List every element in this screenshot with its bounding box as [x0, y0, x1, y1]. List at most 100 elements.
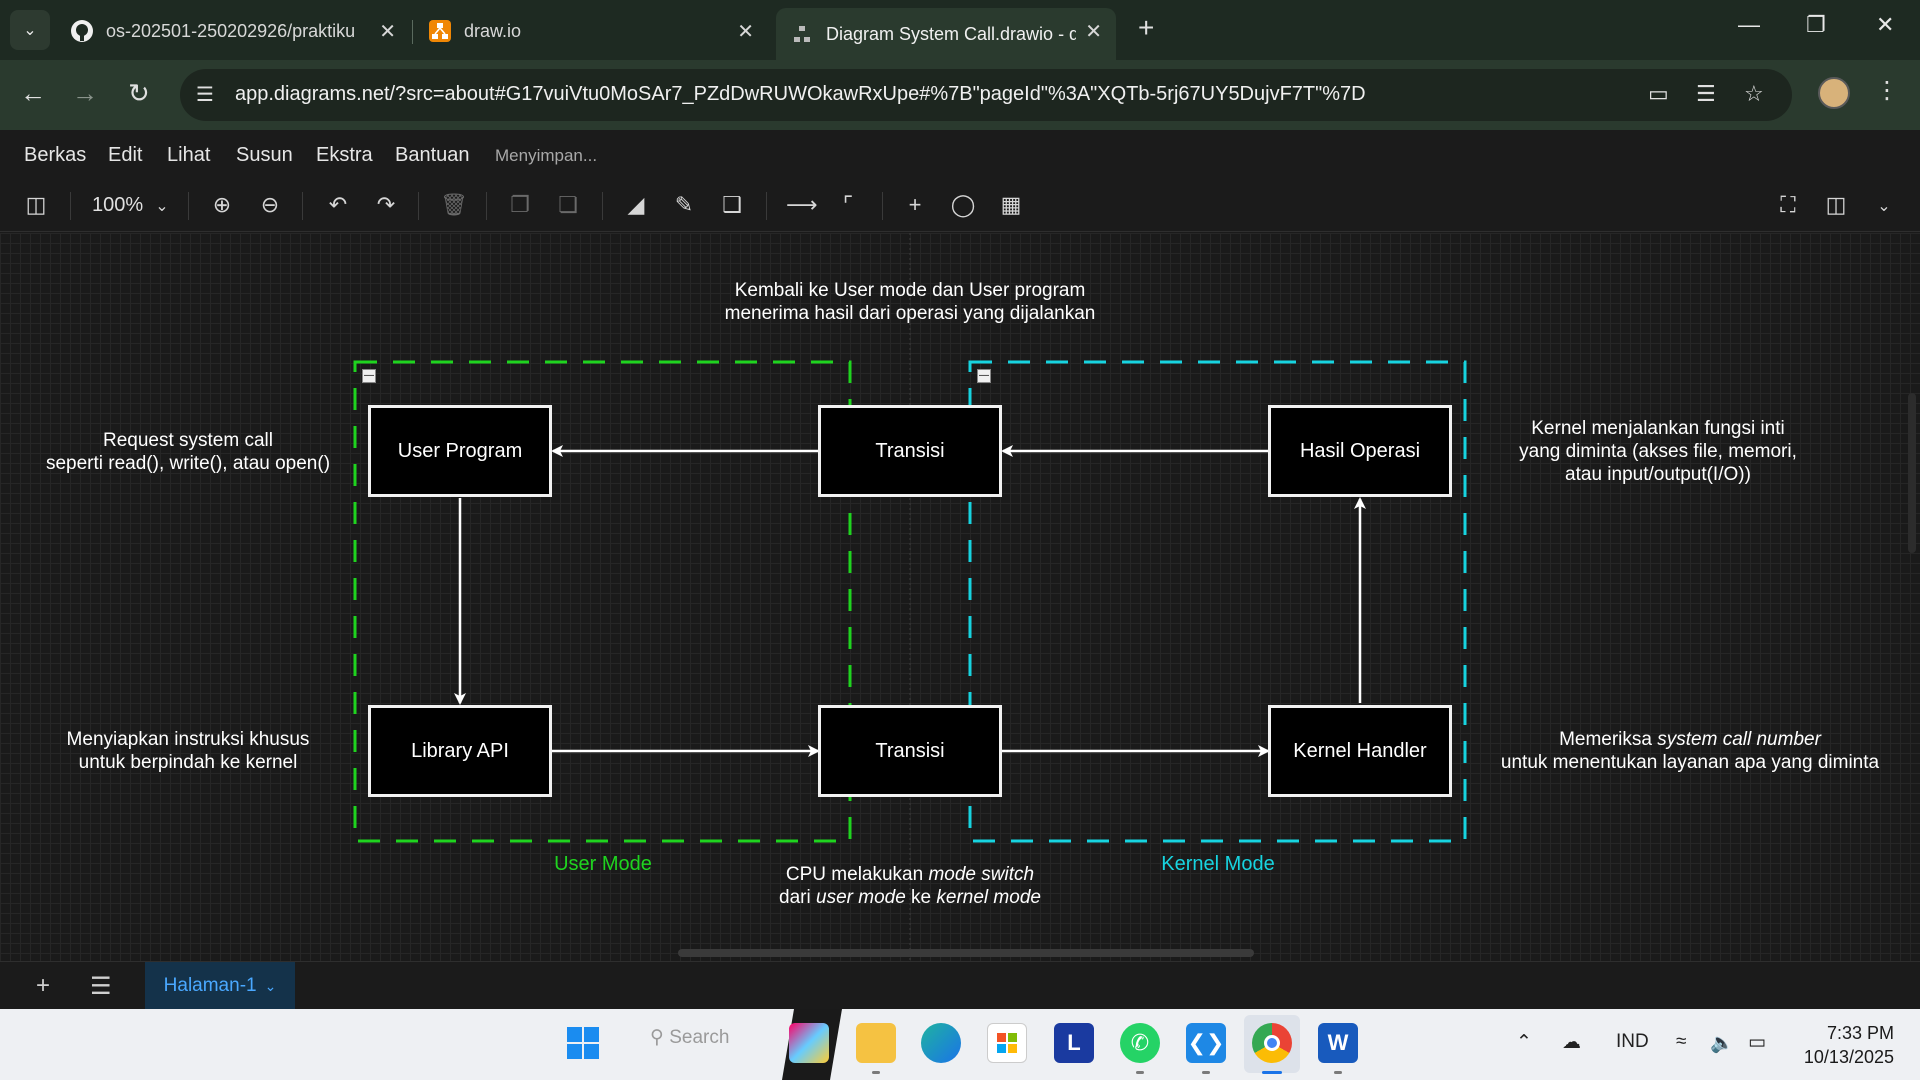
menu-lihat[interactable]: Lihat	[167, 144, 211, 166]
reload-icon[interactable]: ↻	[128, 78, 150, 108]
new-tab-plus-icon[interactable]: +	[1138, 12, 1155, 43]
note-line: Kernel menjalankan fungsi inti	[1531, 418, 1785, 439]
collapse-kernel-mode-icon[interactable]: —	[977, 369, 991, 383]
user-mode-label[interactable]: User Mode	[554, 853, 652, 875]
page-tab-label: Halaman-1	[163, 975, 257, 996]
delete-icon[interactable]: 🗑	[440, 192, 468, 217]
tab-search-button[interactable]: ⌄	[10, 10, 50, 50]
zoom-in-icon[interactable]: ⊕	[212, 192, 232, 217]
zoom-out-icon[interactable]: ⊖	[260, 192, 280, 217]
note-kernel-executes[interactable]: Kernel menjalankan fungsi inti yang dimi…	[1490, 417, 1826, 486]
battery-icon[interactable]: ▭	[1748, 1032, 1766, 1053]
split-panel-icon[interactable]: ◫	[1825, 192, 1847, 217]
tab-github[interactable]: os-202501-250202926/praktiku ✕	[70, 8, 410, 54]
horizontal-scrollbar[interactable]	[678, 949, 1254, 957]
node-kernel-handler[interactable]: Kernel Handler	[1268, 705, 1452, 797]
close-icon[interactable]: ✕	[737, 21, 754, 43]
word-icon[interactable]: W	[1318, 1023, 1358, 1063]
fullscreen-icon[interactable]: ⛶	[1780, 192, 1796, 217]
vertical-scrollbar[interactable]	[1908, 393, 1916, 553]
tray-overflow-chevron-icon[interactable]: ⌃	[1516, 1032, 1532, 1053]
wifi-icon[interactable]: ≈	[1676, 1031, 1687, 1052]
to-front-icon[interactable]: ❐	[510, 192, 530, 217]
tab-drawio[interactable]: draw.io ✕	[428, 8, 768, 54]
edge-icon[interactable]	[921, 1023, 961, 1063]
volume-icon[interactable]: 🔈	[1710, 1033, 1734, 1054]
running-indicator	[872, 1071, 880, 1074]
whatsapp-icon[interactable]: ✆	[1120, 1023, 1160, 1063]
fill-color-icon[interactable]: ◢	[627, 192, 645, 217]
table-icon[interactable]: ▦	[1000, 192, 1022, 217]
vscode-icon[interactable]: ❮❯	[1186, 1023, 1226, 1063]
restore-icon[interactable]: ❐	[1806, 12, 1826, 37]
undo-icon[interactable]: ↶	[328, 192, 348, 217]
menu-edit[interactable]: Edit	[108, 144, 143, 166]
close-icon[interactable]: ✕	[1085, 21, 1102, 43]
store-icon[interactable]	[987, 1023, 1027, 1063]
back-arrow-icon[interactable]: ←	[20, 78, 46, 108]
browser-tab-strip: ⌄ os-202501-250202926/praktiku ✕ draw.io…	[0, 0, 1920, 60]
chrome-icon[interactable]	[1252, 1023, 1292, 1063]
note-check-syscall-number[interactable]: Memeriksa system call number untuk menen…	[1490, 728, 1890, 774]
menu-berkas[interactable]: Berkas	[24, 144, 87, 166]
menu-ekstra[interactable]: Ekstra	[316, 144, 373, 166]
note-line: seperti read(), write(), atau open()	[45, 453, 331, 474]
shapes-icon[interactable]: ◯	[950, 192, 976, 217]
waypoints-icon[interactable]: ⌜	[842, 192, 854, 217]
add-page-icon[interactable]: +	[36, 972, 51, 999]
node-hasil-operasi[interactable]: Hasil Operasi	[1268, 405, 1452, 497]
chevron-down-icon[interactable]: ⌄	[155, 198, 169, 215]
address-bar[interactable]: ☰ app.diagrams.net/?src=about#G17vuiVtu0…	[180, 69, 1792, 121]
onedrive-cloud-icon[interactable]: ☁	[1562, 1032, 1581, 1053]
translate-icon[interactable]: ☰	[1696, 81, 1716, 106]
bookmark-star-icon[interactable]: ☆	[1744, 81, 1764, 106]
chevron-down-icon[interactable]: ⌄	[1877, 198, 1891, 215]
note-request-system-call[interactable]: Request system call seperti read(), writ…	[28, 429, 348, 475]
install-app-icon[interactable]: ▭	[1648, 81, 1669, 106]
close-icon[interactable]: ✕	[379, 21, 396, 43]
node-transisi-top[interactable]: Transisi	[818, 405, 1002, 497]
node-transisi-bottom[interactable]: Transisi	[818, 705, 1002, 797]
to-back-icon[interactable]: ❏	[558, 192, 578, 217]
language-indicator[interactable]: IND	[1616, 1031, 1649, 1052]
window-close-icon[interactable]: ✕	[1876, 12, 1895, 37]
note-cpu-mode-switch[interactable]: CPU melakukan mode switch dari user mode…	[720, 863, 1100, 909]
line-color-icon[interactable]: ✎	[674, 192, 694, 217]
windows-start-icon[interactable]	[563, 1023, 603, 1063]
connection-arrow-icon[interactable]: ⟶	[786, 192, 818, 217]
tab-diagram-active[interactable]: Diagram System Call.drawio - d ✕	[776, 8, 1116, 60]
l-app-icon[interactable]: L	[1054, 1023, 1094, 1063]
more-menu-icon[interactable]: ⋮	[1875, 77, 1899, 104]
pages-menu-icon[interactable]: ☰	[90, 973, 112, 1000]
node-user-program[interactable]: User Program	[368, 405, 552, 497]
insert-plus-icon[interactable]: +	[908, 192, 922, 217]
system-clock[interactable]: 7:33 PM 10/13/2025	[1790, 1021, 1894, 1069]
copilot-icon[interactable]	[789, 1023, 829, 1063]
menu-bantuan[interactable]: Bantuan	[395, 144, 470, 166]
kernel-mode-label[interactable]: Kernel Mode	[1161, 853, 1275, 875]
note-line: Kembali ke User mode dan User program	[734, 280, 1086, 301]
collapse-user-mode-icon[interactable]: —	[362, 369, 376, 383]
format-panel-toggle-icon[interactable]: ◫	[25, 192, 47, 217]
file-explorer-icon[interactable]	[856, 1023, 896, 1063]
zoom-select[interactable]: 100%	[92, 194, 144, 216]
shadow-icon[interactable]: ❑	[722, 192, 742, 217]
site-settings-icon[interactable]: ☰	[196, 84, 214, 106]
toolbar-divider	[70, 192, 71, 220]
forward-arrow-icon[interactable]: →	[72, 78, 98, 108]
note-text: CPU melakukan	[785, 864, 929, 885]
redo-icon[interactable]: ↷	[376, 192, 396, 217]
app-menu-bar: Berkas Edit Lihat Susun Ekstra Bantuan M…	[0, 130, 1920, 180]
menu-susun[interactable]: Susun	[236, 144, 293, 166]
note-prepare-instructions[interactable]: Menyiapkan instruksi khusus untuk berpin…	[28, 728, 348, 774]
note-return-user-mode[interactable]: Kembali ke User mode dan User program me…	[700, 279, 1120, 325]
diagram-canvas[interactable]: — — User Program Library API Transisi Tr…	[0, 233, 1920, 961]
user-mode-container[interactable]	[353, 360, 852, 843]
minimize-icon[interactable]: —	[1738, 12, 1760, 37]
page-tab-current[interactable]: Halaman-1 ⌄	[145, 962, 295, 1010]
taskbar-search[interactable]: ⚲ Search	[650, 1026, 729, 1049]
profile-avatar[interactable]	[1818, 77, 1850, 109]
node-library-api[interactable]: Library API	[368, 705, 552, 797]
kernel-mode-container[interactable]	[968, 360, 1467, 843]
url-text[interactable]: app.diagrams.net/?src=about#G17vuiVtu0Mo…	[235, 83, 1366, 105]
